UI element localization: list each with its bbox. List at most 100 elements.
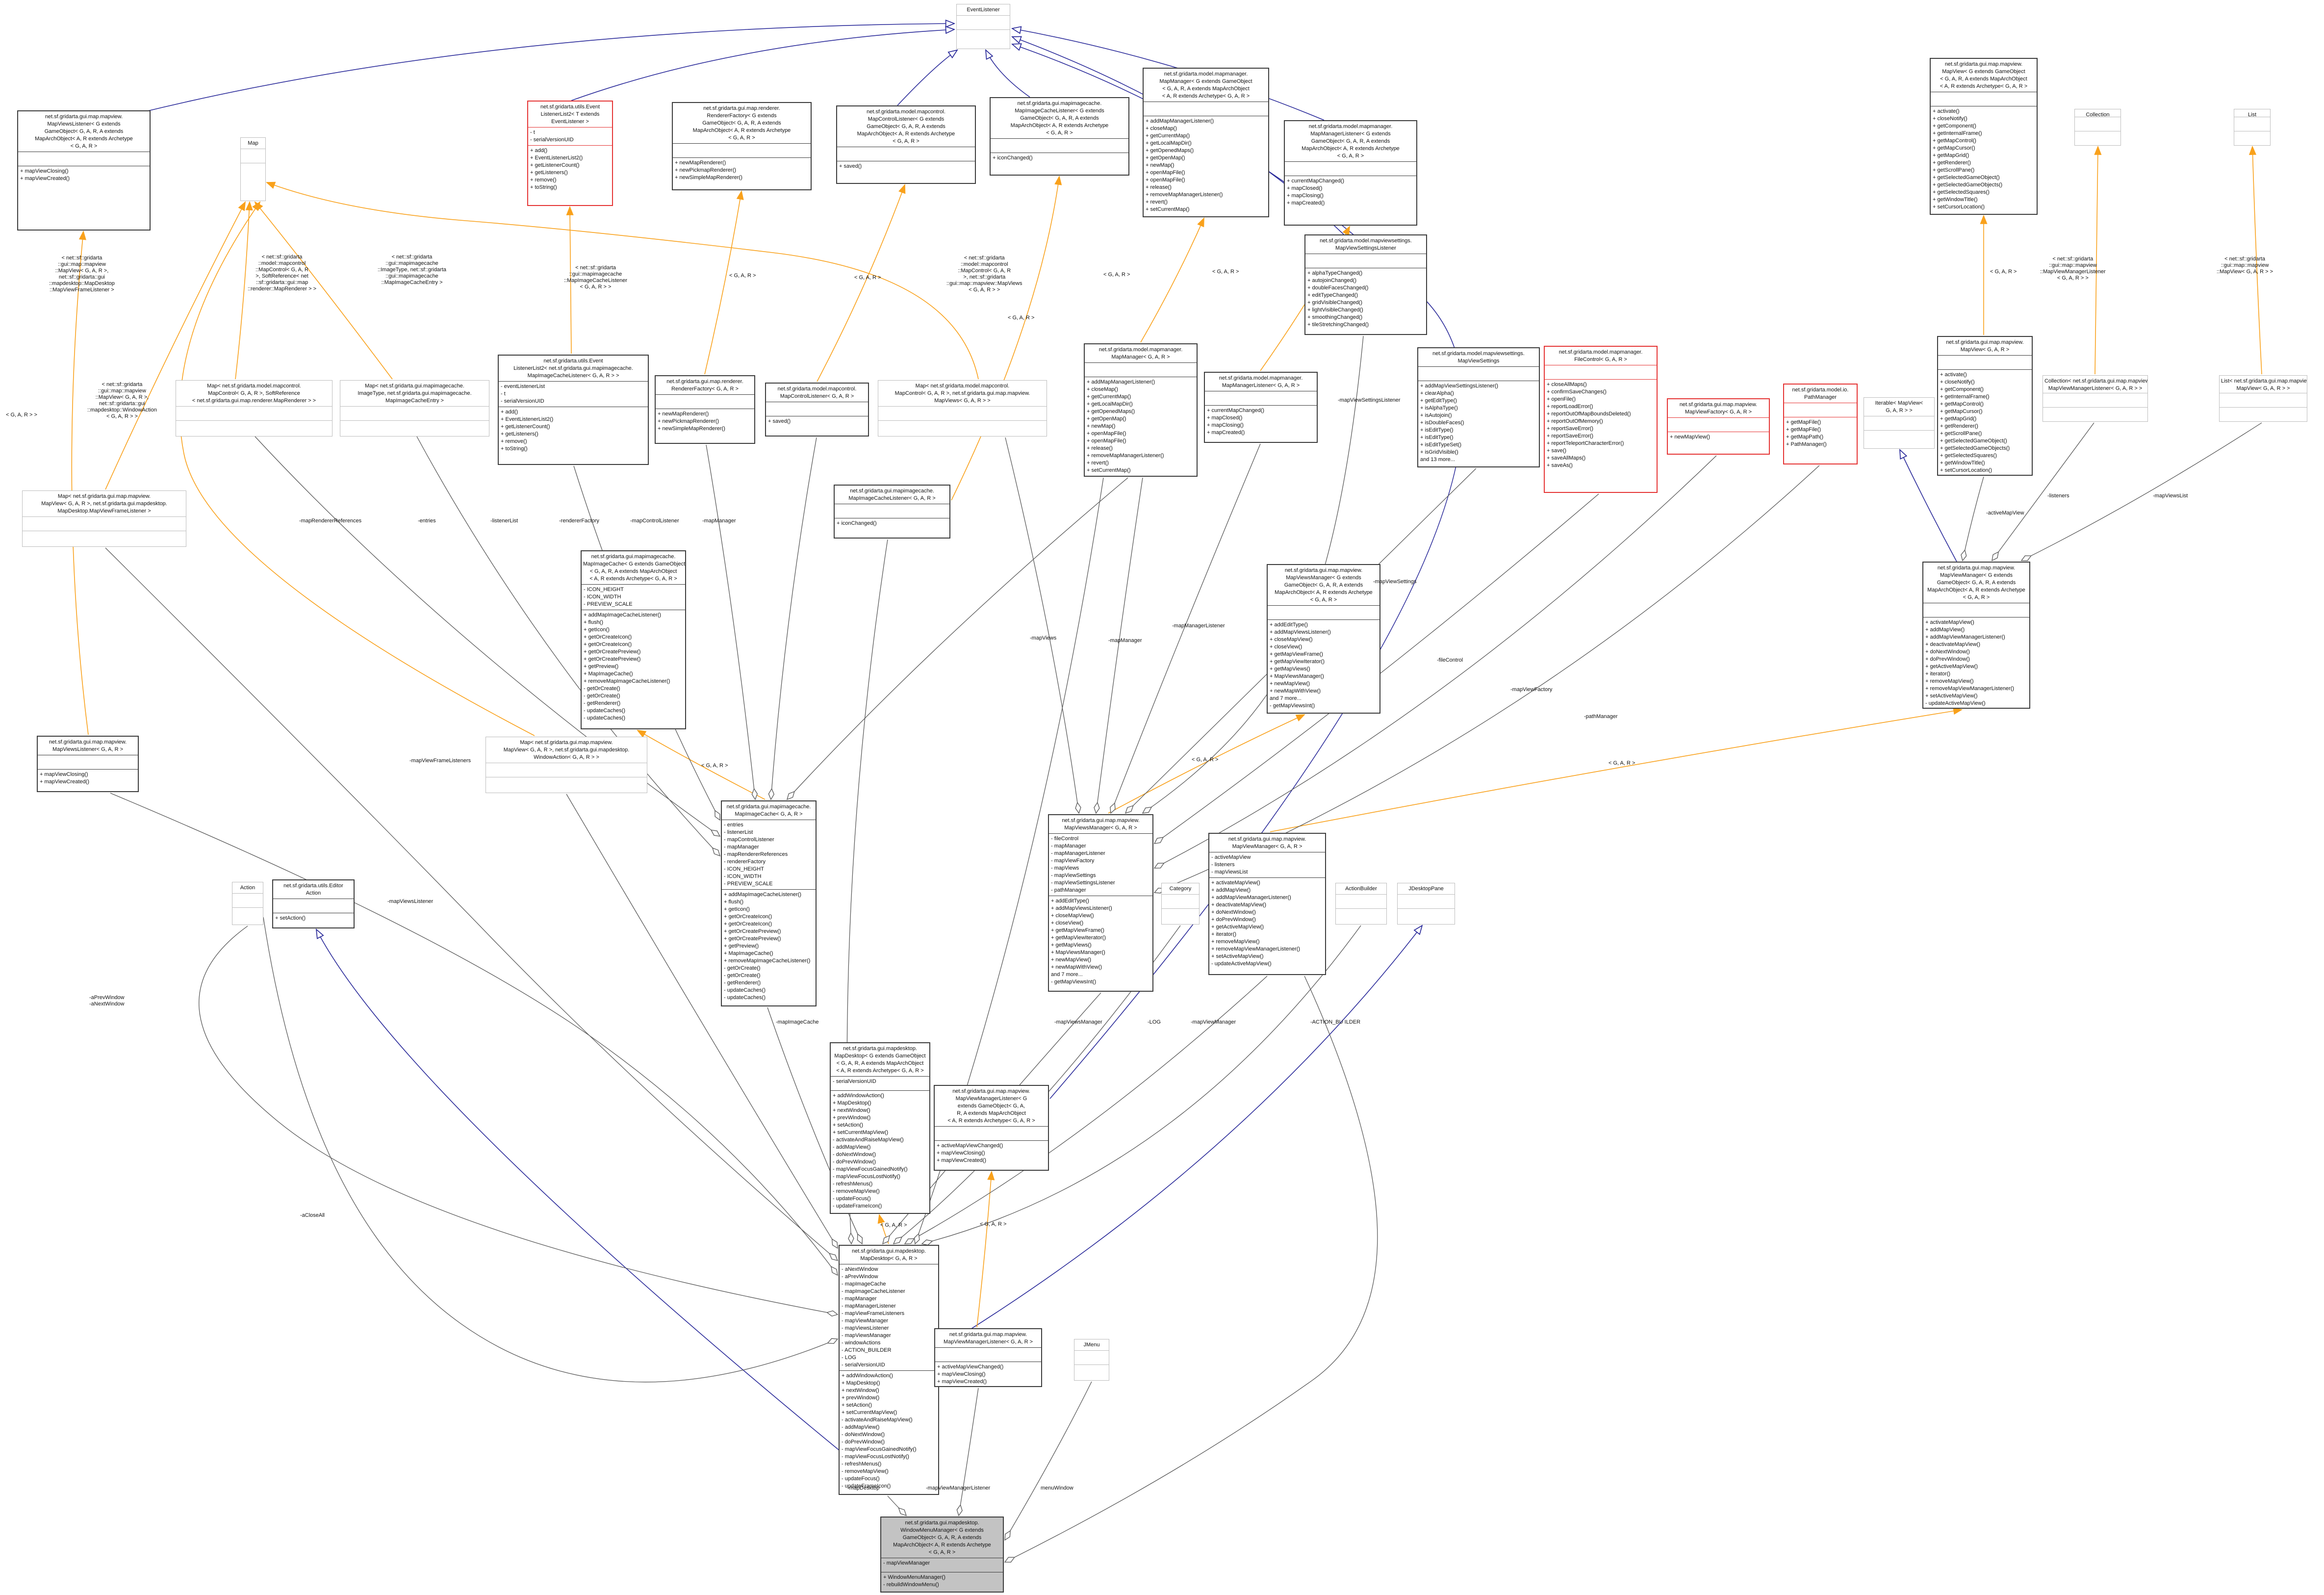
class-methods-item: + gridVisibleChanged() bbox=[1307, 300, 1363, 306]
class-title-line: < G, A, R, A extends MapArchObject bbox=[1940, 76, 2027, 82]
template-instantiation-edge bbox=[704, 191, 741, 375]
class-methods: + newMapRenderer()+ newPickmapRenderer()… bbox=[673, 157, 811, 189]
class-methods-item: + addMapView() bbox=[1925, 627, 1965, 633]
class-methods: + activeMapViewChanged()+ mapViewClosing… bbox=[935, 1362, 1041, 1386]
class-methods: + saved() bbox=[837, 161, 975, 183]
template-parameter-label: < G, A, R > > bbox=[6, 412, 37, 418]
class-methods: + activate()+ closeNotify()+ getComponen… bbox=[1931, 106, 2037, 214]
class-methods-item: + addMapManagerListener() bbox=[1146, 118, 1214, 124]
class-methods-item: + setCurrentMapView() bbox=[842, 1410, 897, 1415]
class-methods-item: + getMapGrid() bbox=[1933, 153, 1969, 158]
aggregation-edge bbox=[787, 477, 1128, 799]
class-methods-item: + openFile() bbox=[1547, 396, 1576, 402]
inheritance-edge bbox=[939, 926, 1422, 1349]
class-attributes-item: - LOG bbox=[842, 1355, 856, 1361]
class-methods-item: + setActiveMapView() bbox=[1211, 953, 1264, 959]
edge-role-label: -mapViewSettings bbox=[1373, 579, 1417, 585]
class-title-line: < G, A, R, A extends MapArchObject bbox=[836, 1060, 924, 1066]
class-attributes-item: - serialVersionUID bbox=[842, 1362, 885, 1368]
class-title-line: GameObject< G, A, R, A extends bbox=[702, 120, 781, 126]
class-methods-item: + mapViewClosing() bbox=[40, 772, 88, 777]
class-attributes bbox=[18, 152, 150, 166]
class-methods-item: - getRenderer() bbox=[724, 980, 761, 986]
class-attributes-item: - serialVersionUID bbox=[501, 398, 544, 404]
class-attributes bbox=[766, 402, 868, 416]
class-attributes-item: - PREVIEW_SCALE bbox=[584, 601, 633, 607]
template-parameter-label: < net::sf::gridarta ::gui::map::mapview … bbox=[2217, 256, 2273, 275]
class-methods-item: + reportSaveError() bbox=[1547, 433, 1594, 439]
class-methods: + newMapRenderer()+ newPickmapRenderer()… bbox=[656, 409, 754, 443]
class-methods-item: and 7 more... bbox=[1270, 695, 1302, 701]
class-title-line: GameObject< G, A, R, A extends bbox=[1020, 115, 1099, 121]
class-methods-item: - doNextWindow() bbox=[833, 1152, 876, 1158]
class-title-line: MapViewFactory< G, A, R > bbox=[1685, 409, 1752, 415]
class-title-line: WindowMenuManager< G extends bbox=[900, 1527, 984, 1533]
aggregation-edge bbox=[1154, 465, 1820, 893]
class-title-line: MapArchObject< A, R extends Archetype bbox=[893, 1542, 991, 1548]
class-methods-item: + getMapViews() bbox=[1051, 942, 1092, 948]
class-map-view-settings-listener-big: net.sf.gridarta.model.mapviewsettings.Ma… bbox=[1304, 234, 1427, 335]
class-methods-item: + getCurrentMap() bbox=[1087, 394, 1131, 400]
class-attributes-item: - windowActions bbox=[842, 1340, 881, 1346]
class-attributes bbox=[656, 394, 754, 409]
template-parameter-label: < G, A, R > bbox=[1008, 315, 1035, 321]
class-title-line: < G, A, R, A extends MapArchObject bbox=[589, 568, 677, 574]
class-attributes-item: - mapViewSettingsListener bbox=[1051, 880, 1115, 886]
class-methods-item: + setCurrentMap() bbox=[1146, 206, 1190, 212]
class-title-line: MapDesktop< G extends GameObject bbox=[834, 1053, 926, 1059]
class-methods: + addMapViewSettingsListener()+ clearAlp… bbox=[1418, 381, 1539, 466]
class-methods bbox=[2075, 131, 2120, 145]
class-title-line: MapDesktop< G, A, R > bbox=[860, 1256, 918, 1261]
class-methods-item: + removeMapManagerListener() bbox=[1146, 192, 1223, 198]
class-attributes-item: - ACTION_BUILDER bbox=[842, 1347, 892, 1353]
class-methods-item: + alphaTypeChanged() bbox=[1307, 270, 1363, 276]
class-methods: + iconChanged() bbox=[835, 518, 949, 538]
edge-role-label: -mapRendererReferences bbox=[299, 518, 362, 524]
class-attributes-item: - activeMapView bbox=[1211, 854, 1251, 860]
class-title: net.sf.gridarta.model.io.PathManager bbox=[1784, 385, 1857, 403]
class-title-line: MapArchObject< A, R extends Archetype bbox=[857, 131, 955, 137]
class-attributes bbox=[2075, 117, 2120, 131]
class-iterable-mapview: Iterable< MapView<G, A, R > > bbox=[1864, 397, 1935, 449]
class-methods-item: + closeView() bbox=[1051, 920, 1084, 926]
class-attributes bbox=[1668, 417, 1769, 432]
class-methods-item: + newMapView() bbox=[1051, 957, 1092, 963]
class-methods-item: + getPreview() bbox=[724, 943, 759, 949]
class-methods bbox=[1398, 908, 1455, 924]
class-methods-item: + getSelectedGameObjects() bbox=[1933, 182, 2003, 188]
aggregation-edge bbox=[263, 917, 838, 1383]
class-title-line: < G, A, R > bbox=[1310, 597, 1337, 603]
template-parameter-label: < net::sf::gridarta ::gui::map::mapview … bbox=[2040, 256, 2106, 281]
class-methods-item: + getPreview() bbox=[584, 664, 619, 669]
template-parameter-label: < G, A, R > bbox=[1609, 760, 1635, 766]
class-title: net.sf.gridarta.gui.map.mapview.MapViewM… bbox=[935, 1086, 1048, 1126]
class-title-line: MapManager< G extends GameObject bbox=[1159, 78, 1252, 84]
edge-role-label: -mapViewManager bbox=[1191, 1019, 1236, 1025]
class-attributes bbox=[176, 406, 332, 420]
class-methods-item: - doNextWindow() bbox=[842, 1432, 885, 1438]
class-attributes-item: - mapImageCache bbox=[842, 1281, 886, 1287]
class-title-line: < G, A, R > bbox=[928, 1549, 956, 1555]
class-methods-item: + getOrCreateIcon() bbox=[584, 634, 632, 640]
class-methods-item: + getOpenMap() bbox=[1087, 416, 1126, 422]
edge-role-label: -mapViewManagerListener bbox=[926, 1485, 991, 1491]
class-methods-item: + getSelectedSquares() bbox=[1933, 189, 1990, 195]
class-methods bbox=[2043, 407, 2147, 421]
class-methods bbox=[2220, 407, 2307, 421]
class-title: ActionBuilder bbox=[1336, 883, 1386, 894]
class-methods-item: + getSelectedGameObject() bbox=[1940, 438, 2007, 444]
class-attributes bbox=[673, 143, 811, 157]
class-methods-item: + getSelectedGameObject() bbox=[1933, 175, 2000, 180]
class-attributes-item: - mapViewManager bbox=[883, 1560, 930, 1566]
class-methods-item: + getLocalMapDir() bbox=[1087, 401, 1133, 407]
class-title-line: MapImageCacheListener< G extends bbox=[1015, 108, 1104, 114]
class-title-line: Map< net.sf.gridarta.gui.mapimagecache. bbox=[365, 383, 464, 389]
class-methods-item: + newSimpleMapRenderer() bbox=[658, 426, 725, 432]
class-attributes bbox=[1305, 254, 1426, 268]
class-methods-item: + getComponent() bbox=[1940, 386, 1984, 392]
edge-role-label: -mapManager bbox=[1108, 638, 1142, 643]
class-methods-item: + getRenderer() bbox=[1940, 423, 1978, 429]
class-methods-item: + remove() bbox=[501, 438, 527, 444]
class-title: net.sf.gridarta.model.mapmanager.FileCon… bbox=[1545, 347, 1657, 365]
